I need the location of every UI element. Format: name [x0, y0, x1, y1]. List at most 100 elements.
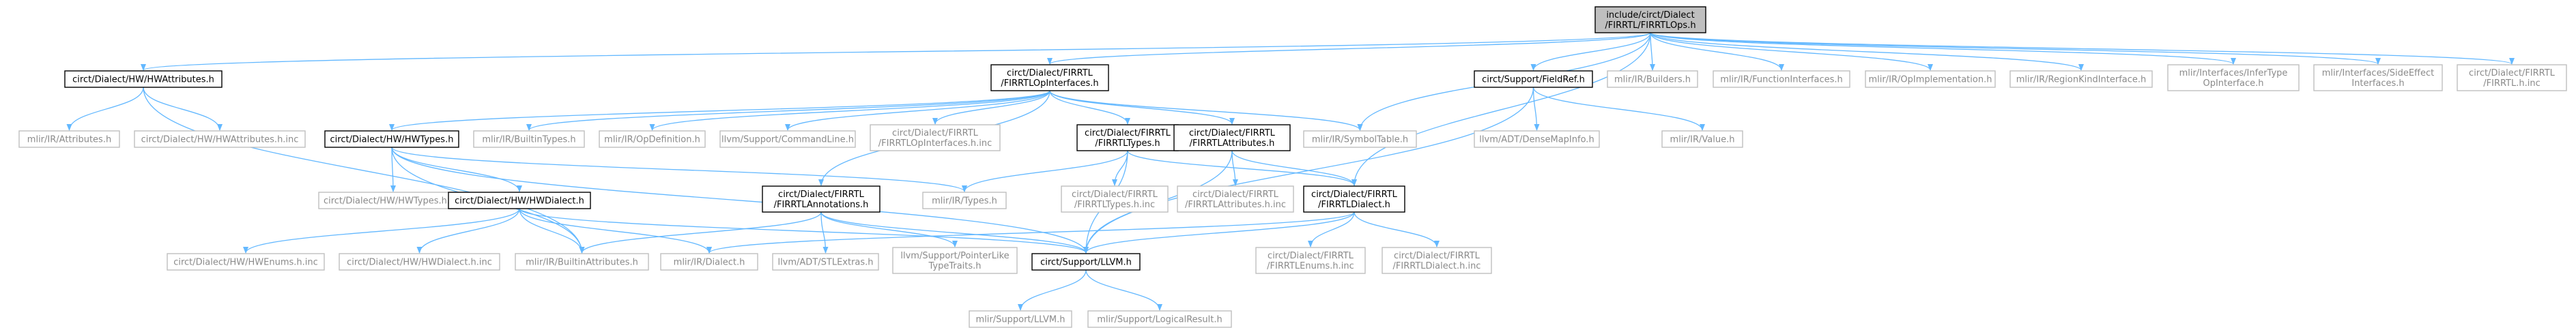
node-box-firrtldialect [1303, 185, 1405, 213]
dependency-edge-root-to-sideeffect [1650, 32, 2381, 65]
node-label-builders: mlir/IR/Builders.h [1614, 75, 1691, 85]
node-label-firrtltypesinc: circt/Dialect/FIRRTL [1072, 190, 1158, 200]
node-firrtlenumsinc: circt/Dialect/FIRRTL/FIRRTLEnums.h.inc [1255, 247, 1366, 274]
dependency-edge-firrtldialect-to-firrtldialectinc [1354, 211, 1440, 247]
node-box-builtinattributes [515, 253, 649, 271]
node-label-circtllvm: circt/Support/LLVM.h [1040, 258, 1132, 268]
node-firrtltypes[interactable]: circt/Dialect/FIRRTL/FIRRTLTypes.h [1076, 124, 1179, 151]
node-box-firrtldialectinc [1382, 247, 1492, 274]
node-firrtlhinc: circt/Dialect/FIRRTL/FIRRTL.h.inc [2457, 64, 2567, 91]
dependency-edge-circtllvm-to-logicalresult [1085, 269, 1162, 311]
node-attributes: mlir/IR/Attributes.h [18, 130, 120, 148]
node-label-hwtypesinc: circt/Dialect/HW/HWTypes.h.inc [324, 196, 463, 207]
node-fieldref[interactable]: circt/Support/FieldRef.h [1474, 70, 1593, 88]
node-label-firrtlopinterfaces: circt/Dialect/FIRRTL [1007, 68, 1093, 78]
dependency-edge-root-to-regionkind [1650, 32, 2084, 71]
node-logicalresult: mlir/Support/LogicalResult.h [1087, 310, 1232, 328]
node-label-functioninterfaces: mlir/IR/FunctionInterfaces.h [1720, 75, 1843, 85]
dependency-edge-root-to-opimplementation [1650, 32, 1933, 71]
node-label-value: mlir/IR/Value.h [1670, 135, 1735, 145]
dependency-edge-hwtypes-to-irtypes [391, 147, 967, 192]
node-box-firrtlattributes [1173, 124, 1291, 151]
dependency-edge-circtllvm-to-mlirllvm [1018, 269, 1087, 311]
node-box-firrtlannotations [762, 185, 881, 213]
node-box-hwdialect [448, 192, 591, 209]
node-label-hwattributes: circt/Dialect/HW/HWAttributes.h [72, 75, 214, 85]
node-label-root: include/circt/Dialect [1606, 10, 1694, 20]
node-box-logicalresult [1087, 310, 1232, 328]
dependency-edge-root-to-infertype [1650, 32, 2236, 65]
node-hwattributes[interactable]: circt/Dialect/HW/HWAttributes.h [64, 70, 223, 88]
node-firrtlopinterfaces[interactable]: circt/Dialect/FIRRTL/FIRRTLOpInterfaces.… [990, 64, 1109, 91]
dependency-edge-hwdialect-to-hwenumsinc [243, 208, 520, 254]
node-box-opdefinition [599, 130, 706, 148]
dependency-edge-fieldref-to-circtllvm [1083, 87, 1534, 254]
node-box-hwtypesinc [318, 192, 468, 209]
dependency-edge-firrtlannotations-to-builtinattributes [579, 211, 822, 254]
node-box-sideeffect [2313, 64, 2443, 91]
dependency-edge-hwtypes-to-hwtypesinc [390, 147, 396, 192]
node-label-opimplementation: mlir/IR/OpImplementation.h [1869, 75, 1992, 85]
node-firrtldialect[interactable]: circt/Dialect/FIRRTL/FIRRTLDialect.h [1303, 185, 1405, 213]
dependency-edge-firrtltypes-to-firrtldialect [1127, 150, 1357, 186]
node-box-firrtlattributesinc [1177, 185, 1294, 213]
node-label-firrtlopinterfaces: /FIRRTLOpInterfaces.h [1001, 78, 1098, 89]
dependency-edge-firrtlannotations-to-stlextras [820, 211, 829, 254]
dependency-edge-root-to-builders [1649, 32, 1655, 71]
node-label-firrtltypesinc: /FIRRTLTypes.h.inc [1074, 200, 1155, 210]
node-firrtlannotations[interactable]: circt/Dialect/FIRRTL/FIRRTLAnnotations.h [762, 185, 881, 213]
node-hwtypes[interactable]: circt/Dialect/HW/HWTypes.h [324, 130, 459, 148]
node-box-hwattributes [64, 70, 223, 88]
node-firrtlattributesinc: circt/Dialect/FIRRTL/FIRRTLAttributes.h.… [1177, 185, 1294, 213]
dependency-edge-hwattributes-to-builtinattributes [143, 87, 585, 254]
node-box-pointerlike [892, 247, 1018, 274]
node-box-firrtlenumsinc [1255, 247, 1366, 274]
node-densemapinfo: llvm/ADT/DenseMapInfo.h [1474, 130, 1600, 148]
dependency-edge-firrtlattributes-to-firrtldialect [1231, 150, 1357, 186]
dependency-edge-firrtlopinterfaces-to-symboltable [1049, 90, 1363, 131]
dependency-edge-hwdialect-to-circtllvm [519, 208, 1089, 254]
node-label-regionkind: mlir/IR/RegionKindInterface.h [2016, 75, 2147, 85]
node-value: mlir/IR/Value.h [1661, 130, 1743, 148]
node-box-attributes [18, 130, 120, 148]
node-hwdialect[interactable]: circt/Dialect/HW/HWDialect.h [448, 192, 591, 209]
dependency-edge-root-to-firrtlhinc [1650, 32, 2515, 65]
node-box-firrtlopinterfaces [990, 64, 1109, 91]
node-label-sideeffect: Interfaces.h [2351, 78, 2404, 89]
node-label-hwtypes: circt/Dialect/HW/HWTypes.h [330, 135, 454, 145]
node-label-stlextras: llvm/ADT/STLExtras.h [777, 258, 873, 268]
node-box-symboltable [1303, 130, 1417, 148]
node-label-builtinattributes: mlir/IR/BuiltinAttributes.h [526, 258, 638, 268]
dependency-edge-root-to-functioninterfaces [1650, 32, 1784, 71]
node-firrtlattributes[interactable]: circt/Dialect/FIRRTL/FIRRTLAttributes.h [1173, 124, 1291, 151]
node-box-firrtltypes [1076, 124, 1179, 151]
node-firrtldialectinc: circt/Dialect/FIRRTL/FIRRTLDialect.h.inc [1382, 247, 1492, 274]
node-builtinattributes: mlir/IR/BuiltinAttributes.h [515, 253, 649, 271]
node-firrtltypesinc: circt/Dialect/FIRRTL/FIRRTLTypes.h.inc [1061, 185, 1169, 213]
dependency-edge-fieldref-to-densemapinfo [1532, 87, 1540, 131]
node-builders: mlir/IR/Builders.h [1607, 70, 1698, 88]
node-box-value [1661, 130, 1743, 148]
node-label-hwenumsinc: circt/Dialect/HW/HWEnums.h.inc [173, 258, 318, 268]
node-label-firrtlenumsinc: circt/Dialect/FIRRTL [1268, 251, 1354, 261]
node-box-irdialect [660, 253, 758, 271]
node-label-densemapinfo: llvm/ADT/DenseMapInfo.h [1479, 135, 1594, 145]
node-label-fieldref: circt/Support/FieldRef.h [1482, 75, 1585, 85]
node-circtllvm[interactable]: circt/Support/LLVM.h [1031, 253, 1141, 271]
node-label-irtypes: mlir/IR/Types.h [932, 196, 997, 207]
node-box-firrtltypesinc [1061, 185, 1169, 213]
dependency-edge-hwtypes-to-circtllvm [391, 147, 1089, 254]
node-root[interactable]: include/circt/Dialect/FIRRTL/FIRRTLOps.h [1594, 6, 1706, 33]
dependency-edge-hwdialect-to-hwdialectinc [416, 208, 520, 254]
node-stlextras: llvm/ADT/STLExtras.h [772, 253, 879, 271]
node-label-firrtlannotations: /FIRRTLAnnotations.h [774, 200, 869, 210]
node-label-firrtlopinterfacesinc: /FIRRTLOpInterfaces.h.inc [878, 138, 992, 149]
node-box-regionkind [2009, 70, 2153, 88]
node-hwtypesinc: circt/Dialect/HW/HWTypes.h.inc [318, 192, 468, 209]
node-layer: include/circt/Dialect/FIRRTL/FIRRTLOps.h… [18, 6, 2567, 328]
node-box-firrtlhinc [2457, 64, 2567, 91]
node-label-symboltable: mlir/IR/SymbolTable.h [1312, 135, 1408, 145]
dependency-edge-hwattributes-to-hwattributesinc [143, 87, 223, 131]
